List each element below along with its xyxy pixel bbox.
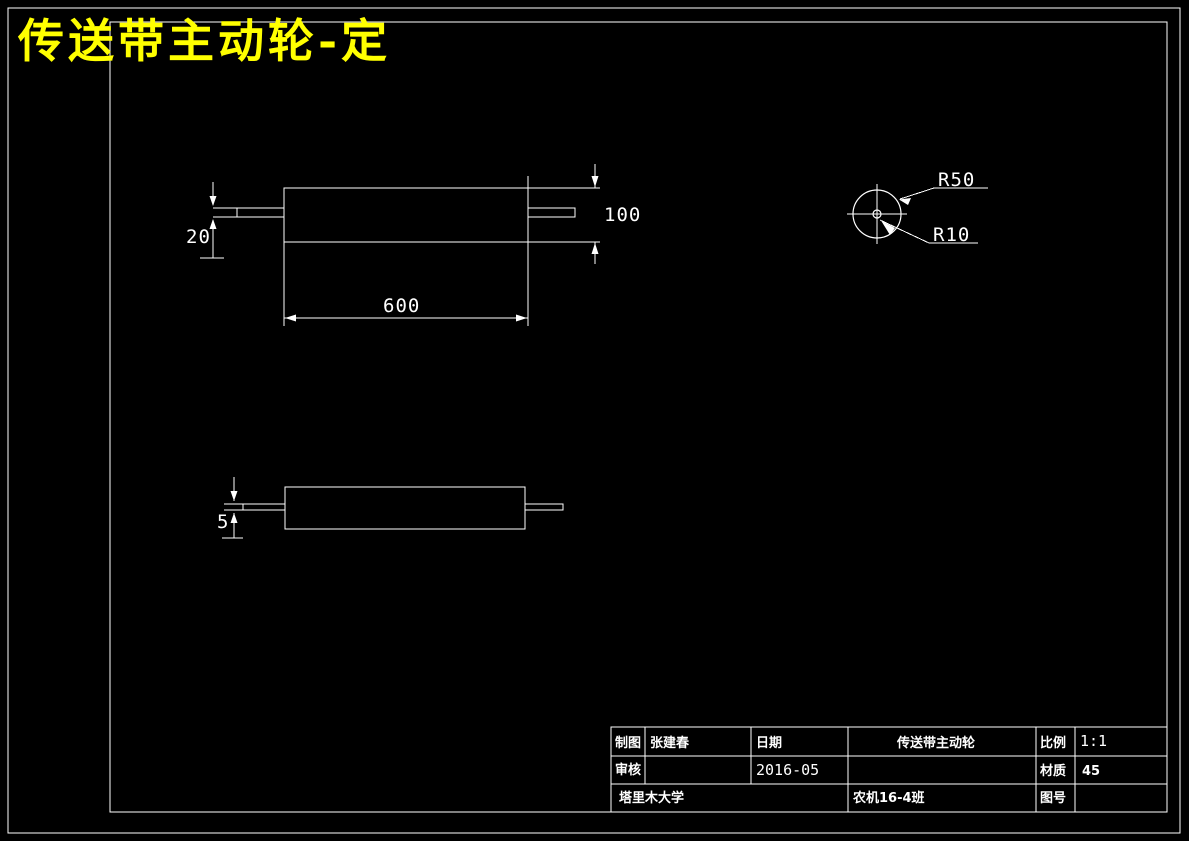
dimension-label-100: 100 <box>604 204 641 226</box>
sheet-border-outer <box>7 7 1181 834</box>
dimension-20: 20 <box>186 182 224 259</box>
dimension-label-5: 5 <box>217 511 229 533</box>
title-block-label-drawing-no: 图号 <box>1040 791 1066 806</box>
drawing-title: 传送带主动轮-定 <box>17 14 391 68</box>
bottom-view-left-shaft <box>224 503 286 511</box>
dimension-label-600: 600 <box>383 295 420 317</box>
title-block-label-scale: 比例 <box>1040 735 1066 751</box>
title-block-value-date: 2016-05 <box>756 761 819 779</box>
bottom-view-right-shaft <box>524 503 564 511</box>
title-block-value-drawn-by: 张建春 <box>650 735 690 751</box>
top-view-left-shaft <box>213 207 285 218</box>
dimension-5: 5 <box>217 477 243 539</box>
leader-r50: R50 <box>899 169 988 205</box>
title-block-label-drawn-by: 制图 <box>615 735 641 751</box>
top-view-extension-lines <box>283 176 529 326</box>
title-block-part-name: 传送带主动轮 <box>896 735 975 751</box>
leader-r10: R10 <box>879 219 978 246</box>
title-block-label-material: 材质 <box>1040 763 1066 779</box>
dimension-600: 600 <box>284 295 528 322</box>
end-view-circle <box>847 184 907 244</box>
dimension-100: 100 <box>528 164 641 264</box>
title-block-institution: 塔里木大学 <box>619 790 684 806</box>
top-view-right-shaft <box>527 207 576 218</box>
radius-label-r10: R10 <box>933 224 970 246</box>
bottom-view-roller-body <box>284 486 526 530</box>
title-block-value-scale: 1:1 <box>1080 732 1107 750</box>
title-block-label-reviewed-by: 审核 <box>615 762 641 778</box>
title-block-class-name: 农机16-4班 <box>852 790 925 806</box>
top-view-roller-body <box>283 187 529 243</box>
dimension-label-20: 20 <box>186 226 211 248</box>
title-block-label-date: 日期 <box>756 736 782 751</box>
sheet-border-inner <box>109 21 1168 813</box>
title-block-value-material: 45 <box>1082 764 1100 779</box>
radius-label-r50: R50 <box>938 169 975 191</box>
title-block <box>610 726 1168 813</box>
